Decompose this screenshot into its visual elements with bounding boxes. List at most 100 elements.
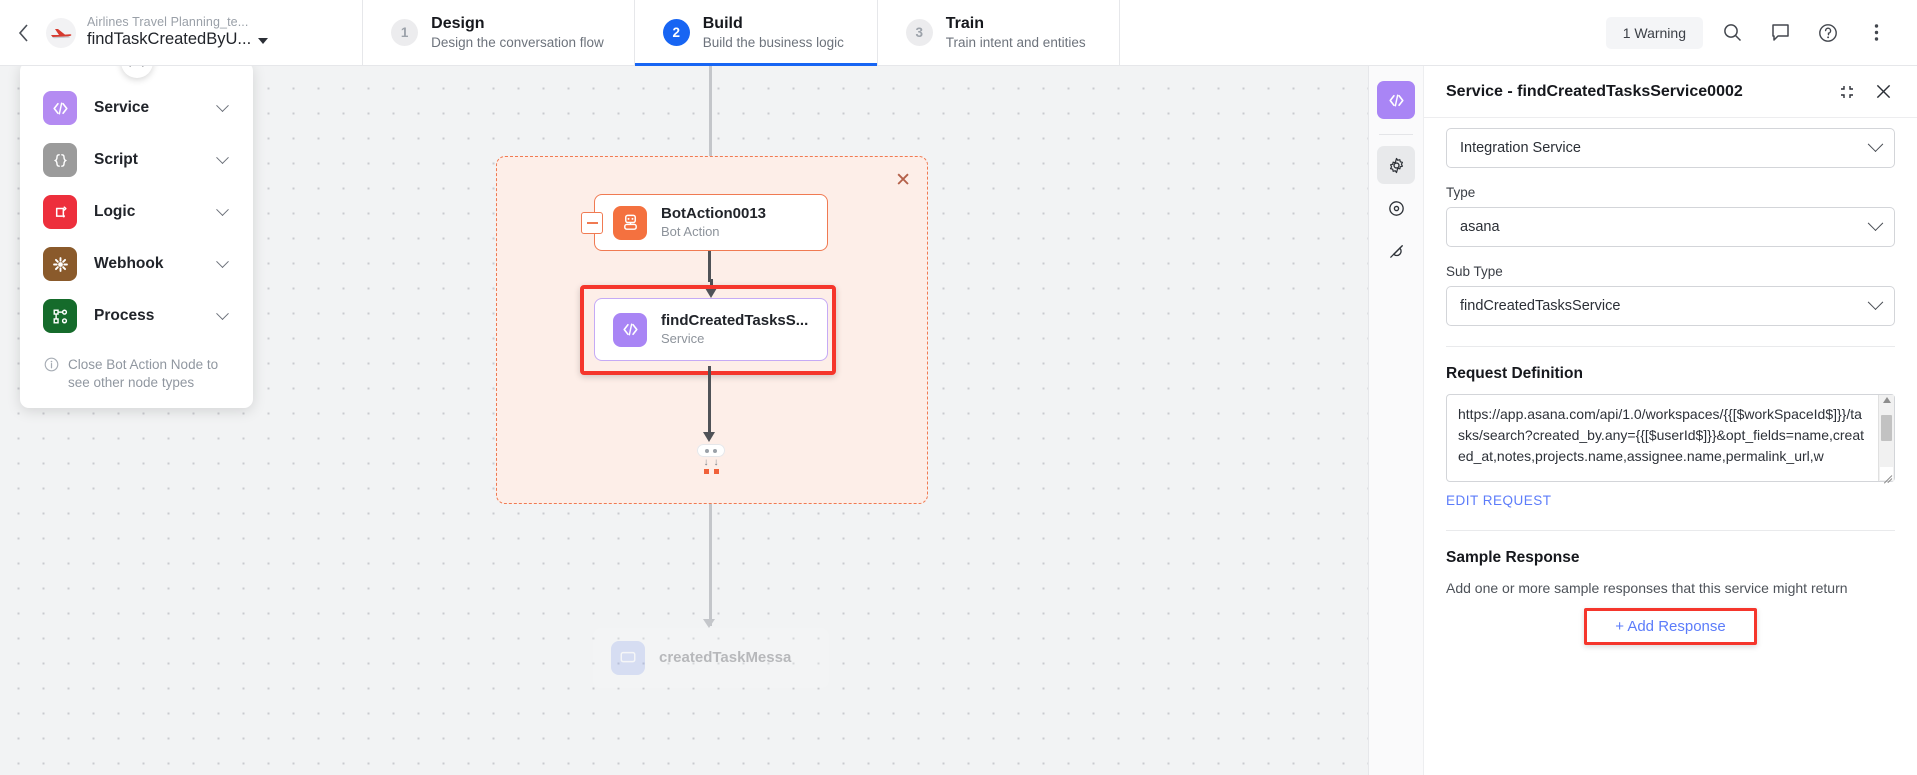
add-response-button[interactable]: + Add Response (1584, 608, 1757, 645)
step-number: 3 (905, 19, 933, 46)
flow-name-dropdown[interactable]: findTaskCreatedByU... (87, 30, 269, 49)
info-icon (44, 357, 59, 392)
edge-group-to-message (709, 504, 712, 626)
close-icon[interactable]: ✕ (895, 170, 911, 191)
panel-content: Integration Service Type asana Sub Type … (1424, 118, 1917, 775)
node-createdtaskmessage[interactable]: createdTaskMessa (593, 628, 829, 688)
top-bar: Airlines Travel Planning_te... findTaskC… (0, 0, 1917, 66)
collapse-node-button[interactable] (581, 211, 603, 234)
type-select[interactable]: asana (1446, 207, 1895, 247)
warning-badge[interactable]: 1 Warning (1605, 16, 1703, 49)
back-button[interactable] (0, 0, 46, 65)
close-icon[interactable] (1868, 77, 1898, 107)
step-title: Train (945, 14, 984, 32)
scrollbar-thumb[interactable] (1881, 415, 1892, 441)
edge-into-botaction (709, 66, 712, 180)
node-title: BotAction0013 (661, 204, 767, 222)
tab-train[interactable]: 3 Train Train intent and entities (876, 0, 1120, 65)
brand-block: Airlines Travel Planning_te... findTaskC… (46, 0, 286, 65)
chevron-down-icon (1867, 293, 1884, 310)
section-divider (1446, 346, 1895, 347)
request-definition-title: Request Definition (1446, 365, 1583, 382)
palette-item-label: Logic (94, 203, 136, 220)
type-value: asana (1460, 219, 1500, 235)
more-vertical-icon[interactable] (1857, 14, 1895, 52)
palette-item-process[interactable]: Process (20, 290, 253, 342)
chevron-down-icon[interactable] (216, 254, 229, 268)
palette-item-webhook[interactable]: Webhook (20, 238, 253, 290)
collapse-icon[interactable] (1832, 77, 1862, 107)
loop-icon (43, 195, 77, 229)
code-icon (613, 312, 647, 347)
process-icon (43, 299, 77, 333)
palette-item-service[interactable]: Service (20, 82, 253, 134)
sample-response-help: Add one or more sample responses that th… (1446, 580, 1848, 596)
node-findcreatedtasksservice[interactable]: findCreatedTasksS... Service (594, 298, 828, 361)
node-title: createdTaskMessa (659, 649, 792, 667)
sample-response-title: Sample Response (1446, 549, 1580, 566)
rail-divider (1379, 134, 1413, 135)
subtype-value: findCreatedTasksService (1460, 298, 1621, 314)
chevron-down-icon[interactable] (216, 98, 229, 112)
palette-note: Close Bot Action Node to see other node … (20, 342, 253, 392)
arrowhead-into-service (705, 288, 717, 298)
arrowhead-into-message (703, 619, 715, 628)
palette-item-label: Process (94, 307, 155, 324)
edit-request-button[interactable]: EDIT REQUEST (1446, 493, 1552, 508)
panel-header: Service - findCreatedTasksService0002 (1424, 66, 1917, 118)
step-title: Build (702, 14, 743, 32)
code-icon (43, 91, 77, 125)
palette-item-label: Webhook (94, 255, 164, 272)
edge-botaction-to-service-a (708, 251, 711, 281)
scroll-up-icon[interactable] (1882, 397, 1891, 403)
chevron-down-icon[interactable] (216, 150, 229, 164)
palette-item-script[interactable]: Script (20, 134, 253, 186)
step-desc: Train intent and entities (945, 34, 1086, 50)
service-type-value: Integration Service (1460, 140, 1581, 156)
step-desc: Build the business logic (702, 34, 844, 50)
project-name: Airlines Travel Planning_te... (87, 15, 249, 30)
palette-item-logic[interactable]: Logic (20, 186, 253, 238)
resize-grip-icon[interactable] (1880, 467, 1893, 484)
node-connector-indicator[interactable]: ↓↓ (697, 444, 725, 474)
comment-icon[interactable] (1761, 14, 1799, 52)
node-botaction0013[interactable]: BotAction0013 Bot Action (581, 194, 828, 251)
chevron-down-icon (1867, 135, 1884, 152)
target-icon[interactable] (1377, 189, 1415, 227)
request-definition-textarea[interactable]: https://app.asana.com/api/1.0/workspaces… (1446, 394, 1895, 484)
edge-service-to-connector (708, 366, 711, 438)
panel-icon-rail (1369, 66, 1424, 775)
step-number: 1 (391, 19, 419, 46)
node-title: findCreatedTasksS... (661, 311, 809, 329)
field-type: Type asana (1446, 185, 1895, 247)
subtype-select[interactable]: findCreatedTasksService (1446, 286, 1895, 326)
tab-build[interactable]: 2 Build Build the business logic (633, 0, 877, 66)
subtype-label: Sub Type (1446, 264, 1503, 279)
arrowhead-into-connector (703, 432, 715, 442)
chevron-down-icon (1867, 214, 1884, 231)
plug-icon[interactable] (1377, 232, 1415, 270)
airplane-logo (46, 17, 76, 48)
flow-name-label: findTaskCreatedByU... (87, 30, 252, 49)
stepper: 1 Design Design the conversation flow 2 … (362, 0, 1120, 66)
node-subtitle: Bot Action (661, 224, 720, 240)
step-title: Design (431, 14, 485, 32)
palette-item-label: Script (94, 151, 138, 168)
robot-icon (613, 205, 647, 240)
chevron-down-icon[interactable] (216, 202, 229, 216)
add-response-wrapper: + Add Response (1446, 608, 1895, 645)
code-icon[interactable] (1377, 81, 1415, 119)
step-number: 2 (662, 19, 690, 46)
panel-body: Service - findCreatedTasksService0002 (1424, 66, 1917, 775)
braces-icon (43, 143, 77, 177)
service-properties-panel: Service - findCreatedTasksService0002 (1368, 66, 1917, 775)
gear-icon[interactable] (1377, 146, 1415, 184)
service-type-select[interactable]: Integration Service (1446, 128, 1895, 168)
tab-design[interactable]: 1 Design Design the conversation flow (362, 0, 634, 65)
chevron-left-icon (18, 23, 28, 42)
connector-squares (697, 469, 725, 474)
search-icon[interactable] (1713, 14, 1751, 52)
node-type-palette: Service Script Logic (20, 46, 253, 408)
chevron-down-icon[interactable] (216, 306, 229, 320)
help-icon[interactable] (1809, 14, 1847, 52)
